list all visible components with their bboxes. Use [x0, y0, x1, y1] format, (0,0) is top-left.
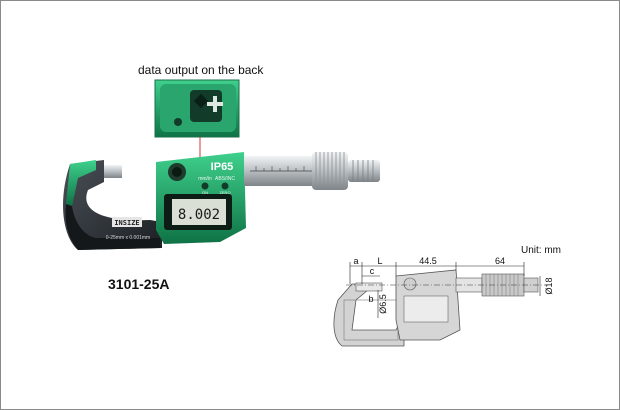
dim-b: b — [368, 294, 373, 304]
model-number: 3101-25A — [108, 276, 170, 292]
anvil — [100, 165, 122, 178]
dim-spindle-diameter: Ø6.5 — [378, 294, 388, 314]
dim-64: 64 — [495, 256, 505, 266]
lcd-reading: 8.002 — [178, 207, 220, 223]
dim-thimble-diameter: Ø18 — [544, 277, 554, 294]
dim-a: a — [353, 256, 358, 266]
dim-44-5: 44.5 — [419, 256, 437, 266]
data-output-caption: data output on the back — [138, 63, 264, 77]
btn-left-label: mm/in — [198, 176, 212, 182]
brand-text: INSIZE — [114, 219, 139, 227]
ip-rating: IP65 — [211, 161, 234, 173]
btn-left-text: ON — [202, 190, 208, 195]
zero-button — [221, 182, 229, 190]
mode-button — [201, 182, 209, 190]
btn-right-label: ABS/INC — [215, 176, 235, 182]
dim-L: L — [377, 256, 382, 266]
drawing-frame — [333, 283, 405, 347]
unit-label: Unit: mm — [521, 245, 561, 256]
drawing-anvil — [355, 282, 383, 292]
dim-c: c — [370, 266, 375, 276]
brand-plate — [112, 217, 142, 227]
c-frame — [63, 160, 162, 250]
ratchet — [348, 160, 380, 182]
lcd-display — [172, 199, 226, 225]
spec-text: 0-25mm x 0.001mm — [106, 235, 150, 241]
thimble — [312, 152, 348, 190]
data-output-inset — [154, 79, 240, 138]
btn-right-text: ZERO — [219, 190, 230, 195]
